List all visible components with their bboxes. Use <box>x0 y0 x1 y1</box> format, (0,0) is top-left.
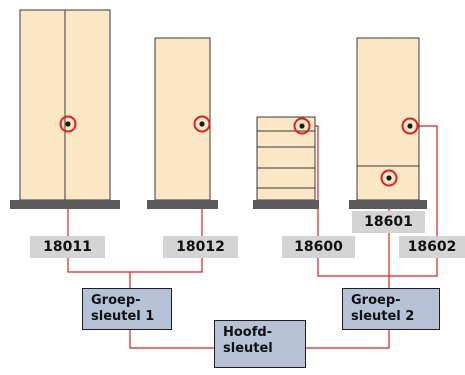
lock-ring-icon <box>401 117 419 135</box>
wire-18602-connector <box>418 125 438 246</box>
group-key-1-box: Groep- sleutel 1 <box>82 288 172 330</box>
code-label-18600: 18600 <box>282 236 355 258</box>
cabinet-18011 <box>10 9 120 209</box>
wire-group1 <box>67 258 203 288</box>
group-key-1-line1: Groep- <box>91 293 141 308</box>
lock-ring-icon <box>193 115 211 133</box>
group-key-2-box: Groep- sleutel 2 <box>342 288 440 330</box>
group-key-1-line2: sleutel 1 <box>91 309 155 324</box>
master-key-line1: Hoofd- <box>223 325 273 340</box>
group-key-2-line1: Groep- <box>351 293 401 308</box>
lock-ring-icon <box>293 117 311 135</box>
lock-ring-icon <box>380 169 398 187</box>
master-key-line2: sleutel <box>223 341 273 356</box>
wire-group2 <box>317 232 438 288</box>
code-label-18011: 18011 <box>30 236 105 258</box>
code-label-18601: 18601 <box>352 211 425 233</box>
wire-master <box>129 330 390 349</box>
cabinet-drawers <box>253 116 319 209</box>
code-label-18012: 18012 <box>163 236 238 258</box>
cabinet-tall-right <box>349 37 427 209</box>
master-key-box: Hoofd- sleutel <box>214 320 306 368</box>
cabinet-18012 <box>147 37 218 209</box>
code-label-18602: 18602 <box>399 236 465 258</box>
lock-ring-icon <box>59 115 77 133</box>
group-key-2-line2: sleutel 2 <box>351 309 415 324</box>
